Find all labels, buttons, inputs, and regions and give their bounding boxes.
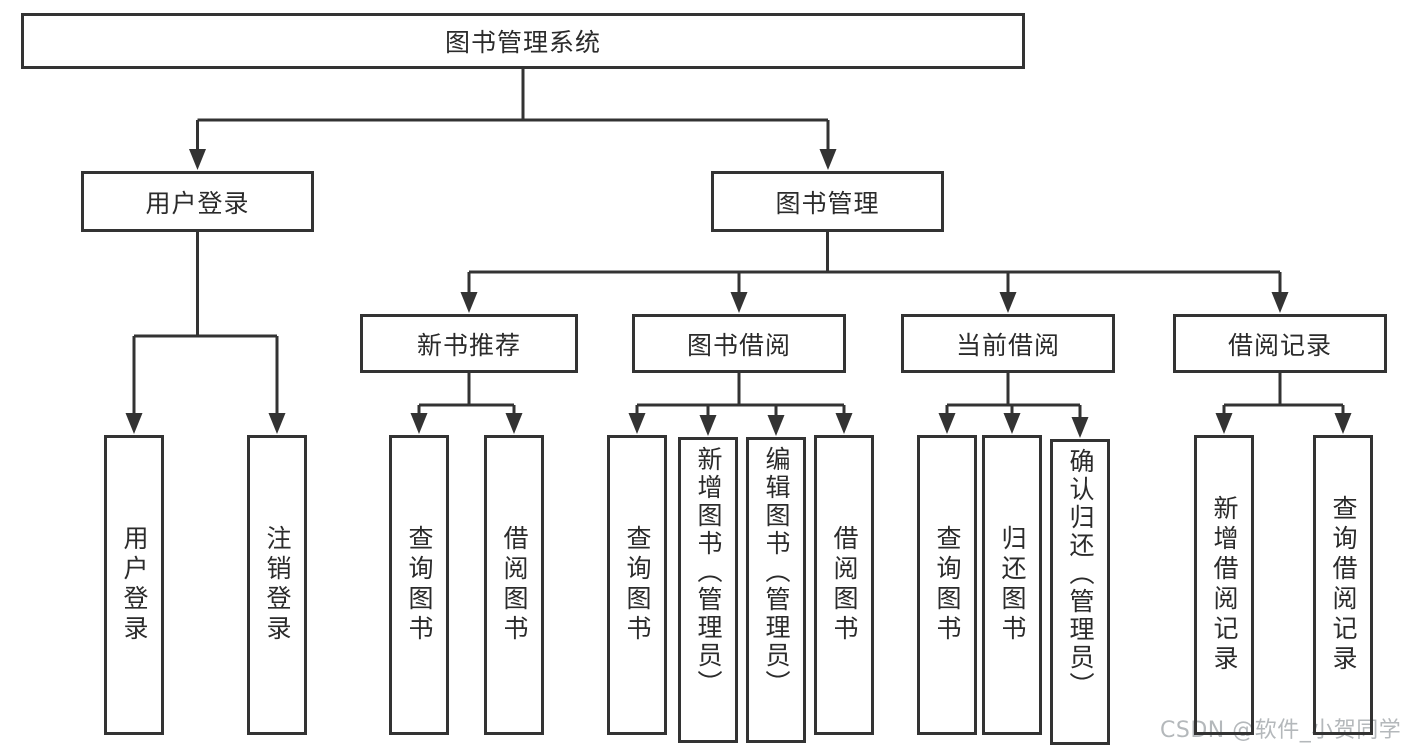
node-user-login-label: 用户登录 [145,188,250,218]
node-book-management: 图书管理 [711,171,944,232]
leaf-borrow-books-label: 借阅图书 [830,525,859,645]
node-book-management-label: 图书管理 [775,188,880,218]
node-borrow-records-label: 借阅记录 [1227,330,1332,360]
leaf-logout: 注销登录 [247,435,307,735]
node-book-borrow-label: 图书借阅 [686,330,791,360]
leaf-borrow-books-recommend: 借阅图书 [484,435,544,735]
leaf-query-books-current-label: 查询图书 [933,525,962,645]
leaf-add-borrow-record-label: 新增借阅记录 [1210,495,1239,675]
node-library-system-label: 图书管理系统 [444,28,601,57]
leaf-user-login: 用户登录 [104,435,164,735]
leaf-add-book-admin: 新增图书（管理员） [678,437,738,743]
leaf-confirm-return-admin: 确认归还（管理员） [1050,439,1110,745]
leaf-edit-book-admin: 编辑图书（管理员） [746,437,806,743]
node-user-login: 用户登录 [81,171,314,232]
leaf-logout-label: 注销登录 [263,525,292,645]
leaf-add-book-admin-label: 新增图书（管理员） [694,446,723,698]
leaf-query-books-borrow: 查询图书 [607,435,667,735]
leaf-query-books-recommend: 查询图书 [389,435,449,735]
node-book-borrow: 图书借阅 [632,314,846,373]
leaf-user-login-label: 用户登录 [120,525,149,645]
leaf-query-borrow-record: 查询借阅记录 [1313,435,1373,735]
watermark: CSDN @软件_小贺同学 [1160,718,1402,743]
node-new-book-recommend: 新书推荐 [360,314,578,373]
leaf-query-borrow-record-label: 查询借阅记录 [1329,495,1358,675]
node-current-borrow: 当前借阅 [901,314,1115,373]
leaf-add-borrow-record: 新增借阅记录 [1194,435,1254,735]
node-new-book-recommend-label: 新书推荐 [416,330,521,360]
node-borrow-records: 借阅记录 [1173,314,1387,373]
leaf-return-books-label: 归还图书 [998,525,1027,645]
leaf-query-books-current: 查询图书 [917,435,977,735]
leaf-edit-book-admin-label: 编辑图书（管理员） [762,446,791,698]
leaf-return-books: 归还图书 [982,435,1042,735]
leaf-borrow-books: 借阅图书 [814,435,874,735]
leaf-borrow-books-recommend-label: 借阅图书 [500,525,529,645]
node-current-borrow-label: 当前借阅 [955,330,1060,360]
leaf-confirm-return-admin-label: 确认归还（管理员） [1066,448,1095,700]
leaf-query-books-borrow-label: 查询图书 [623,525,652,645]
leaf-query-books-recommend-label: 查询图书 [405,525,434,645]
node-library-system: 图书管理系统 [21,13,1025,69]
